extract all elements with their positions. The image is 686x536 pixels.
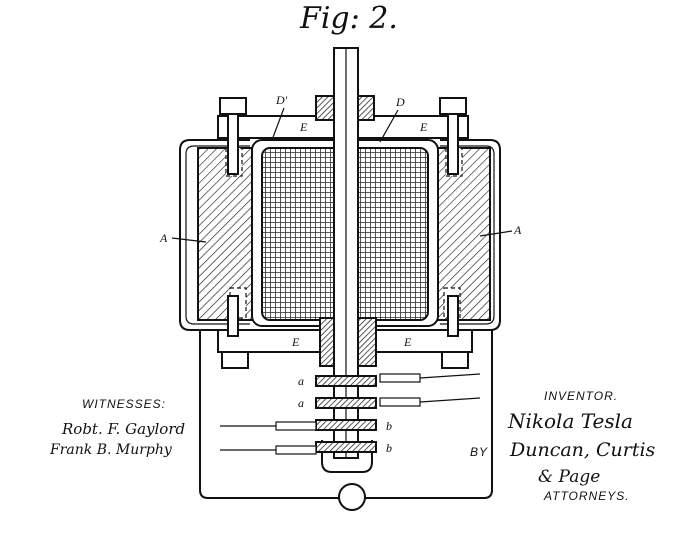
outer-frame-right: [440, 139, 501, 331]
ring-b-lower: [315, 441, 377, 453]
attorney-name-2: & Page: [538, 467, 600, 487]
label-e-bottom-left: E: [291, 335, 300, 349]
bolt-top-left: [219, 97, 247, 175]
witness-name-2: Frank B. Murphy: [49, 442, 173, 458]
bolt-top-right: [439, 97, 467, 175]
label-a-left: A: [159, 231, 168, 245]
figure-title: Fig: 2.: [299, 1, 398, 36]
outer-frame-left-inner: [185, 145, 250, 325]
bolt-bottom-right: [441, 295, 469, 369]
witnesses-heading: WITNESSES:: [82, 397, 166, 411]
inventor-heading: INVENTOR.: [544, 389, 618, 403]
leader-a-right: [479, 230, 513, 237]
shaft-end-loop: [321, 440, 373, 473]
witness-name-1: Robt. F. Gaylord: [61, 420, 185, 438]
attorney-name-1: Duncan, Curtis: [509, 439, 656, 461]
label-a-right: A: [513, 223, 522, 237]
label-d: D: [395, 95, 405, 109]
ring-b-upper: [315, 419, 377, 431]
field-magnet-left: [197, 147, 257, 321]
mounting-hole: [338, 483, 366, 511]
label-e-left: E: [299, 120, 308, 134]
label-e-bottom-right: E: [403, 335, 412, 349]
label-b2: b: [386, 441, 392, 455]
bolt-bottom-left: [221, 295, 249, 369]
label-a1: a: [298, 374, 304, 388]
label-d-prime: D': [275, 93, 288, 107]
leader-a-left: [171, 237, 207, 243]
by-label: BY: [470, 445, 488, 459]
outer-frame-right-inner: [440, 145, 495, 325]
brush-leads-right: [379, 373, 481, 407]
ring-a-lower: [315, 397, 377, 409]
leader-d-prime: [271, 107, 285, 141]
label-b1: b: [386, 419, 392, 433]
label-a2: a: [298, 396, 304, 410]
attorneys-label: ATTORNEYS.: [543, 489, 630, 503]
ring-a-upper: [315, 375, 377, 387]
inventor-name: Nikola Tesla: [507, 409, 633, 433]
label-e-right: E: [419, 120, 428, 134]
outer-frame-left: [179, 139, 250, 331]
brush-leads-left: [220, 421, 317, 455]
leader-d: [379, 109, 399, 143]
